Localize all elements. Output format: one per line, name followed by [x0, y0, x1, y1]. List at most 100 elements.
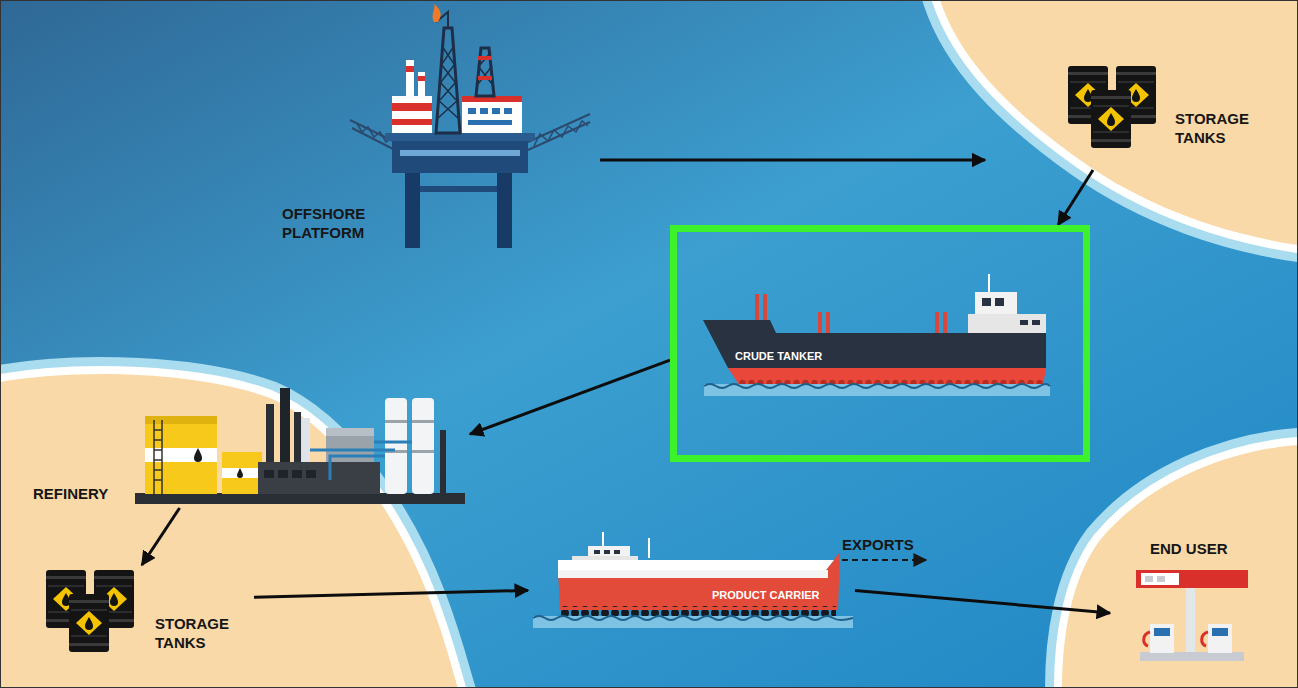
- refinery-drawing-part: [292, 470, 302, 478]
- product-carrier-drawing-part: [558, 570, 828, 578]
- product-carrier-node: PRODUCT CARRIER: [528, 528, 855, 632]
- offshore-platform-drawing-part: [400, 150, 520, 156]
- shore-part: [940, 0, 1298, 245]
- gas-station-drawing-part: [1154, 628, 1170, 636]
- refinery-drawing-part: [280, 388, 290, 464]
- flow-arrow: [1058, 170, 1093, 225]
- offshore-platform-drawing-part: [392, 103, 432, 111]
- refinery-drawing-part: [412, 450, 434, 453]
- product-carrier-drawing-part: [648, 538, 650, 558]
- refinery-drawing-part: [222, 452, 262, 494]
- offshore-platform-drawing-part: [468, 108, 476, 114]
- offshore-platform-drawing-part: [468, 120, 512, 125]
- gas-station-drawing-part: [1212, 628, 1228, 636]
- refinery-drawing-part: [264, 470, 274, 478]
- refinery-drawing-part: [258, 462, 380, 494]
- offshore-platform-drawing-part: [420, 186, 497, 192]
- crude-tanker-drawing-part: [704, 384, 1050, 388]
- gas-station-drawing: [1136, 570, 1248, 661]
- offshore-platform-drawing-part: [436, 28, 460, 133]
- offshore-platform-drawing-part: [418, 76, 425, 81]
- refinery-drawing-part: [237, 468, 243, 478]
- offshore-platform-drawing-part: [406, 60, 414, 96]
- crude-tanker-drawing: [703, 274, 1050, 396]
- crude-tanker-drawing-part: [826, 312, 830, 333]
- offshore-platform-drawing-part: [478, 52, 492, 84]
- refinery-drawing-part: [222, 468, 262, 478]
- crude-tanker-drawing-part: [995, 298, 1004, 306]
- offshore-platform-drawing-part: [504, 108, 512, 114]
- crude-tanker-drawing-part: [968, 314, 1046, 333]
- gas-station-drawing-part: [1144, 632, 1150, 646]
- flow-label: EXPORTS: [842, 536, 914, 553]
- offshore-platform-drawing-part: [462, 100, 522, 133]
- flow-arrow: [142, 508, 180, 565]
- refinery-drawing-part: [385, 398, 407, 494]
- refinery-drawing-part: [412, 420, 434, 423]
- flow-arrow: [254, 590, 528, 597]
- refinery-drawing-part: [306, 470, 316, 478]
- crude-tanker-drawing-part: [763, 294, 767, 321]
- crude-tanker-drawing-part: [943, 312, 947, 333]
- offshore-platform-drawing-part: [433, 4, 441, 22]
- refinery-drawing: [135, 388, 465, 504]
- offshore-platform-drawing-part: [392, 140, 528, 173]
- refinery-drawing-part: [194, 448, 202, 462]
- refinery-drawing-part: [294, 412, 301, 464]
- refinery-drawing-part: [385, 420, 407, 423]
- offshore-platform-drawing-part: [405, 172, 420, 248]
- gas-station-drawing-part: [1157, 576, 1165, 582]
- shore-part: [0, 374, 458, 688]
- node-label: STORAGE TANKS: [155, 615, 250, 653]
- storage-tanks-node: STORAGE TANKS: [985, 60, 1270, 170]
- product-carrier-drawing-part: [614, 550, 620, 554]
- flow-arrow: [600, 159, 985, 162]
- shore-part: [0, 374, 458, 688]
- refinery-drawing-part: [145, 416, 217, 424]
- crude-tanker-drawing-part: [703, 320, 1046, 368]
- refinery-drawing-part: [135, 493, 465, 504]
- refinery-drawing-part: [326, 428, 374, 466]
- exports-arrow-part: [842, 559, 926, 561]
- gas-station-drawing-part: [1145, 576, 1153, 582]
- offshore-platform-drawing-part: [418, 72, 425, 96]
- storage-tanks-drawing: [46, 66, 1156, 652]
- product-carrier-drawing-part: [560, 606, 836, 616]
- gas-station-drawing-part: [1186, 588, 1195, 654]
- refinery-drawing-part: [440, 430, 446, 494]
- refinery-drawing-part: [145, 422, 217, 494]
- node-label: CRUDE TANKER: [735, 350, 822, 364]
- gas-station-drawing-part: [1140, 652, 1244, 661]
- refinery-drawing-part: [310, 442, 412, 480]
- product-carrier-drawing-part: [533, 616, 853, 628]
- offshore-platform-drawing-part: [534, 121, 588, 146]
- product-carrier-drawing-part: [604, 550, 610, 554]
- crude-tanker-drawing-part: [1032, 320, 1040, 325]
- crude-tanker-box: CRUDE TANKER: [670, 225, 1090, 462]
- offshore-platform-drawing-part: [480, 108, 488, 114]
- product-carrier-drawing-part: [558, 560, 834, 570]
- shore-part: [0, 374, 458, 688]
- gas-station-drawing-part: [1202, 632, 1208, 646]
- node-label: STORAGE TANKS: [1175, 110, 1265, 148]
- flow-arrow: [855, 590, 1110, 613]
- refinery-drawing-part: [302, 418, 310, 464]
- crude-tanker-drawing-part: [988, 274, 990, 294]
- end-user-node: END USER: [1110, 535, 1260, 665]
- platform-node: OFFSHORE PLATFORM: [280, 15, 600, 250]
- node-label: PRODUCT CARRIER: [712, 589, 820, 603]
- offshore-platform-drawing-part: [492, 108, 500, 114]
- shore-part: [940, 0, 1298, 245]
- offshore-platform-drawing-part: [478, 76, 492, 80]
- gas-station-drawing-part: [1150, 624, 1174, 653]
- node-label: REFINERY: [33, 485, 108, 504]
- gas-station-drawing-part: [1208, 624, 1232, 653]
- product-carrier-drawing-part: [558, 552, 840, 610]
- offshore-platform-drawing-part: [478, 56, 492, 60]
- gas-station-drawing-part: [1136, 570, 1248, 588]
